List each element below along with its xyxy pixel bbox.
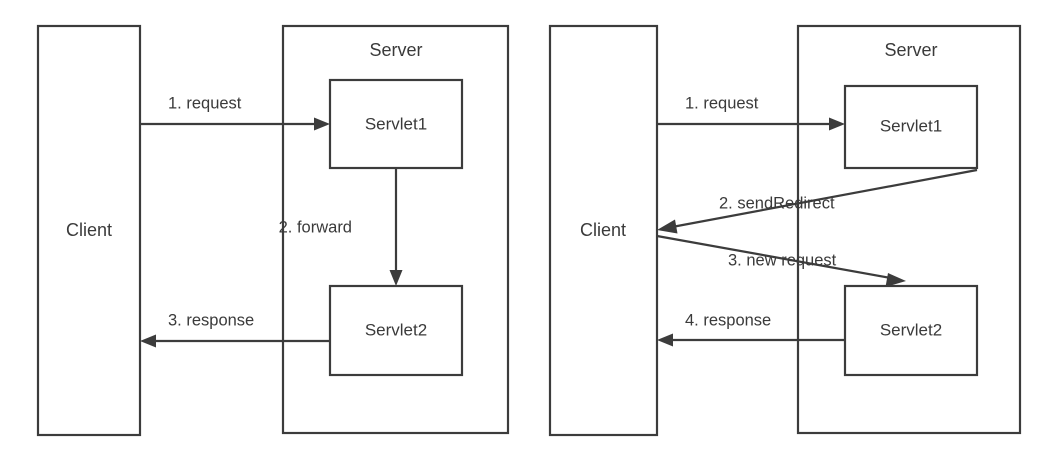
client-box-redirect[interactable] (548, 24, 659, 437)
server-label-redirect: Server (884, 40, 937, 60)
servlet2-box-forward[interactable] (328, 284, 464, 377)
client-box-forward[interactable] (36, 24, 142, 437)
step-label-1-forward: 1. request (168, 94, 242, 112)
servlet2-label-redirect: Servlet2 (880, 320, 942, 339)
step-label-3-forward: 3. response (168, 311, 254, 329)
arrow-line-sendredirect (671, 168, 978, 229)
arrow-head-request-redirect (829, 117, 845, 131)
client-label-redirect: Client (580, 220, 626, 240)
client-label-forward: Client (66, 220, 112, 240)
servlet1-label-forward: Servlet1 (365, 114, 427, 133)
servlet1-box-forward[interactable] (328, 78, 464, 170)
arrow-head-forward-forward (389, 270, 403, 286)
step-label-3-redirect: 3. new request (728, 251, 837, 269)
step-label-2-forward: 2. forward (279, 218, 352, 236)
server-label-forward: Server (369, 40, 422, 60)
step-label-4-redirect: 4. response (685, 311, 771, 329)
arrow-line-newrequest (656, 234, 892, 280)
servlet1-label-redirect: Servlet1 (880, 116, 942, 135)
arrow-head-request-forward (314, 117, 330, 131)
arrow-head-sendredirect (657, 219, 678, 234)
arrow-head-response-forward (140, 334, 156, 348)
panel-sendredirect: Client Server Servlet1 Servlet2 1. reque… (548, 24, 1022, 437)
arrow-head-newrequest (885, 273, 906, 287)
servlet1-box-redirect[interactable] (843, 84, 979, 170)
panel-forward: Client Server Servlet1 Servlet2 1. reque… (36, 24, 510, 437)
servlet2-box-redirect[interactable] (843, 284, 979, 377)
servlet2-label-forward: Servlet2 (365, 320, 427, 339)
arrow-head-response-redirect (657, 333, 673, 347)
step-label-1-redirect: 1. request (685, 94, 759, 112)
step-label-2-redirect: 2. sendRedirect (719, 194, 835, 212)
